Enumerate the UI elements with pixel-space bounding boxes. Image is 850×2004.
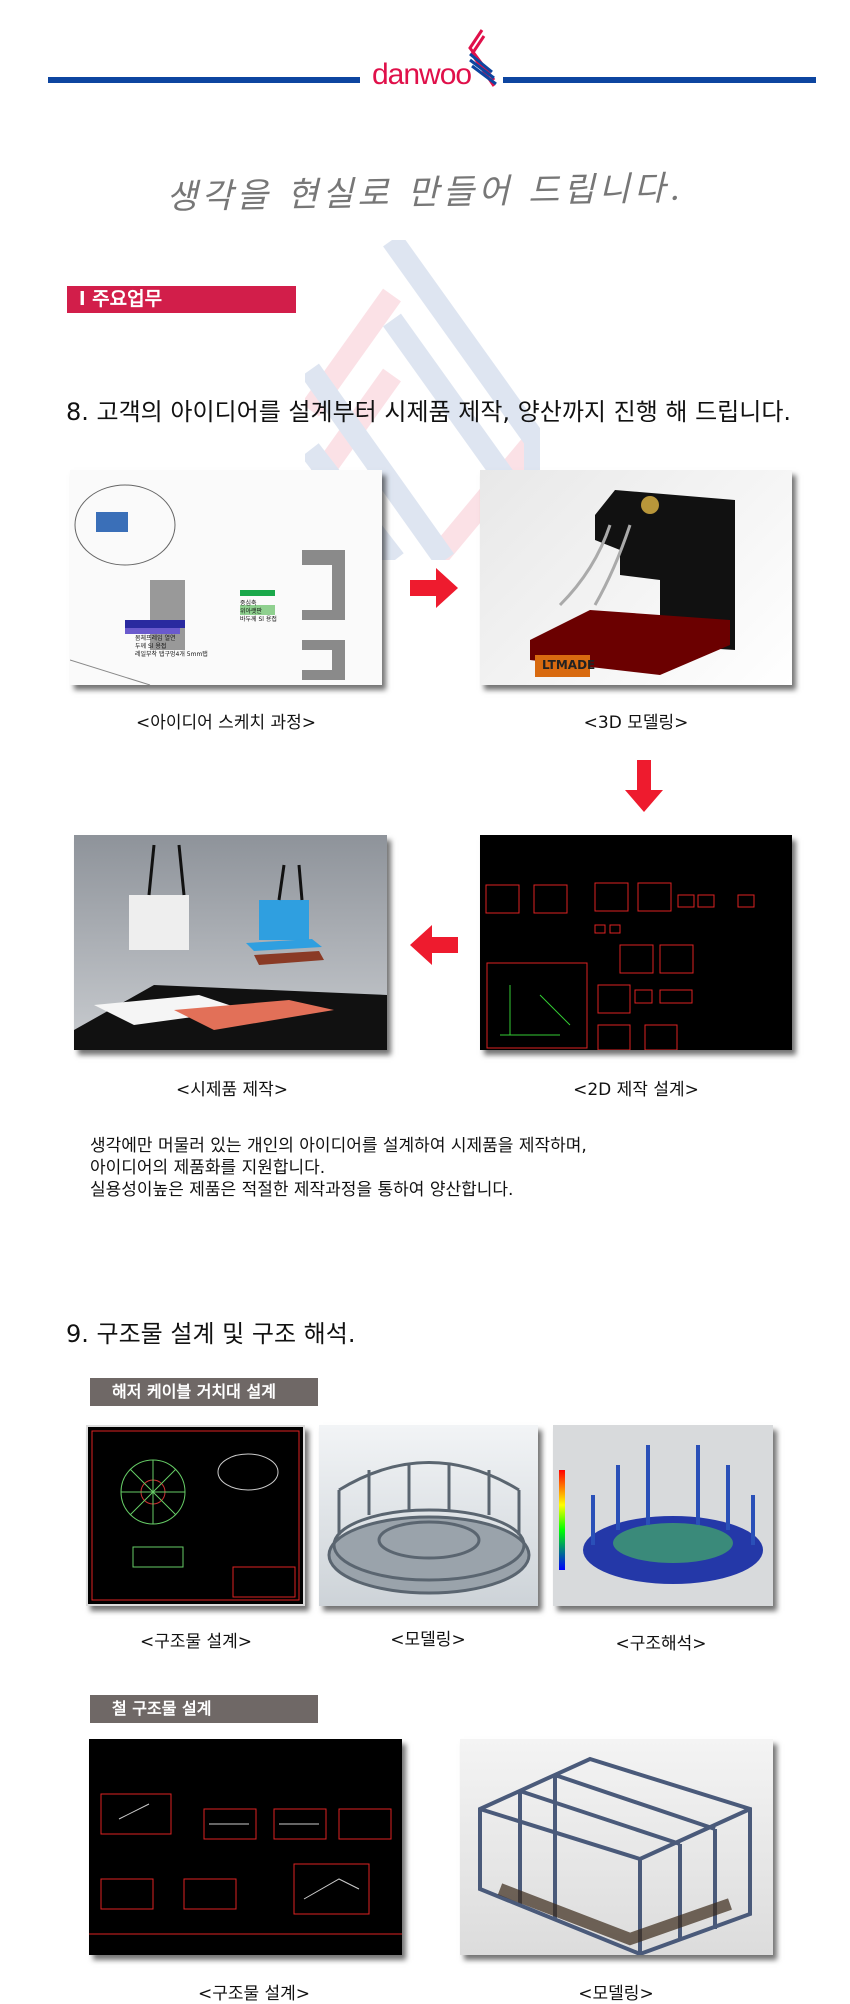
danwoo-logo: danwoo bbox=[362, 28, 502, 91]
tagline: 생각을 현실로 만들어 드립니다. bbox=[165, 168, 685, 218]
structure-drawing-image bbox=[86, 1425, 305, 1606]
cable-stand-model-image bbox=[319, 1425, 538, 1606]
section8-description: 생각에만 머물러 있는 개인의 아이디어를 설계하여 시제품을 제작하며, 아이… bbox=[90, 1135, 587, 1201]
header-line-right bbox=[503, 77, 816, 83]
caption-structural-analysis: <구조해석> bbox=[615, 1634, 707, 1654]
subsection-tag-steel-structure: 철 구조물 설계 bbox=[90, 1695, 318, 1723]
prototype-image bbox=[74, 835, 387, 1050]
steel-structure-model-image bbox=[460, 1739, 773, 1955]
steel-structure-drawing-image bbox=[89, 1739, 402, 1955]
2d-design-image bbox=[480, 835, 792, 1050]
3d-modeling-image: LTMADE bbox=[480, 470, 792, 685]
sketch-label: 두께 Sl 용접 bbox=[135, 643, 167, 650]
sketch-label: 위아랫판 bbox=[240, 608, 263, 615]
sketch-label: 몸체프레임 열연 bbox=[135, 635, 176, 642]
caption-steel-structure-design: <구조물 설계> bbox=[197, 1984, 311, 2004]
description-line: 아이디어의 제품화를 지원합니다. bbox=[90, 1158, 326, 1178]
product-label: LTMADE bbox=[542, 658, 596, 672]
header-line-left bbox=[48, 77, 360, 83]
caption-idea-sketch: <아이디어 스케치 과정> bbox=[135, 713, 317, 733]
section9-heading: 9. 구조물 설계 및 구조 해석. bbox=[66, 1320, 356, 1348]
caption-steel-modeling: <모델링> bbox=[578, 1984, 654, 2004]
logo-text: danwoo bbox=[372, 58, 472, 91]
section8-heading: 8. 고객의 아이디어를 설계부터 시제품 제작, 양산까지 진행 해 드립니다… bbox=[66, 398, 792, 426]
arrow-down-icon bbox=[625, 760, 663, 812]
idea-sketch-image: 중심축 위아랫판 바두께 Sl 용접 몸체프레임 열연 두께 Sl 용접 레일부… bbox=[70, 470, 382, 685]
logo-stripes-icon bbox=[468, 29, 497, 87]
caption-2d-design: <2D 제작 설계> bbox=[573, 1080, 699, 1100]
caption-prototype: <시제품 제작> bbox=[175, 1080, 289, 1100]
description-line: 생각에만 머물러 있는 개인의 아이디어를 설계하여 시제품을 제작하며, bbox=[90, 1136, 587, 1156]
section-tag-main-work: l 주요업무 bbox=[67, 286, 296, 313]
subsection-tag-cable-stand: 해저 케이블 거치대 설계 bbox=[90, 1378, 318, 1406]
description-line: 실용성이높은 제품은 적절한 제작과정을 통하여 양산합니다. bbox=[90, 1180, 514, 1200]
structural-analysis-image bbox=[553, 1425, 773, 1606]
sketch-label: 중심축 bbox=[240, 600, 257, 607]
caption-structure-design: <구조물 설계> bbox=[139, 1632, 253, 1652]
sketch-label: 레일부착 탭구멍4개 5mm탭 bbox=[135, 651, 208, 658]
caption-3d-modeling: <3D 모델링> bbox=[583, 713, 689, 733]
arrow-left-icon bbox=[410, 925, 458, 965]
sketch-label: 바두께 Sl 용접 bbox=[240, 616, 277, 623]
caption-modeling: <모델링> bbox=[390, 1630, 466, 1650]
arrow-right-icon bbox=[410, 568, 458, 608]
